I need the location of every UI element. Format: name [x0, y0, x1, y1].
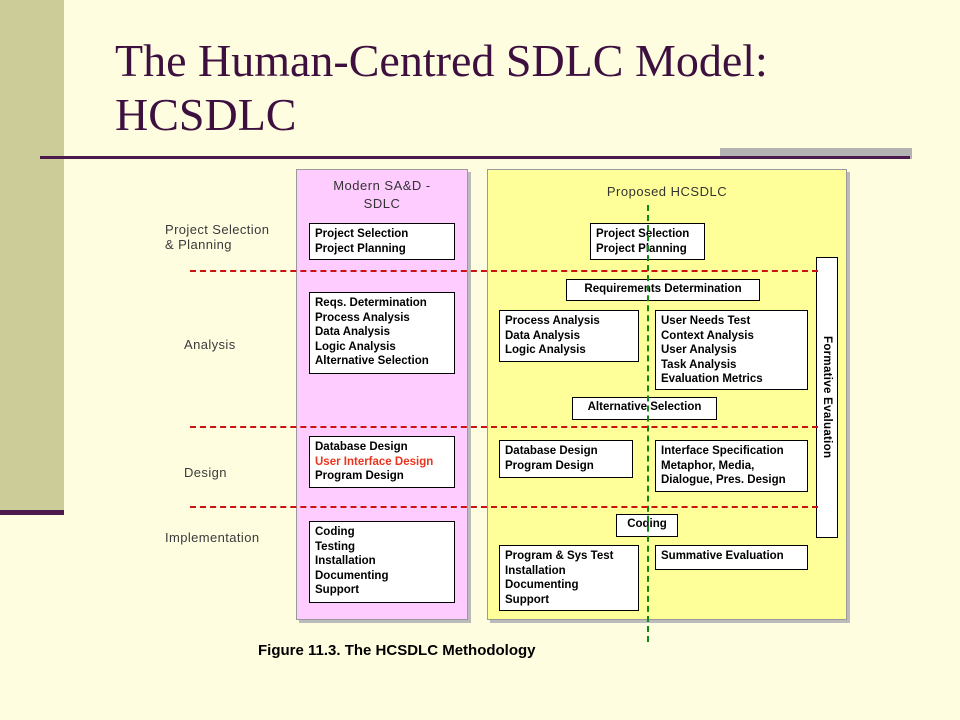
slide-title: The Human-Centred SDLC Model: HCSDLC [115, 35, 768, 140]
box-line: Installation [505, 564, 566, 577]
box-line: Project Selection [596, 228, 690, 240]
phase-divider-analysis [190, 270, 818, 272]
box-line: Process Analysis [505, 315, 600, 327]
phase-divider-implementation [190, 506, 818, 508]
box-line: Reqs. Determination [315, 297, 427, 309]
title-rule-accent [720, 148, 912, 159]
hcsdlc-process-box: Process Analysis Data Analysis Logic Ana… [499, 310, 639, 362]
box-line: Logic Analysis [505, 344, 586, 356]
hcsdlc-interface-box: Interface Specification Metaphor, Media,… [655, 440, 808, 492]
box-line: Project Selection [315, 228, 409, 240]
box-line: Documenting [315, 569, 389, 582]
box-line: Alternative Selection [315, 355, 429, 367]
box-line: Data Analysis [315, 326, 390, 338]
sdlc-analysis-box: Reqs. Determination Process Analysis Dat… [309, 292, 455, 374]
hcsdlc-program-test-box: Program & Sys Test Installation Document… [499, 545, 639, 611]
phase-divider-design [190, 426, 818, 428]
box-line: Installation [315, 555, 376, 567]
hcsdlc-summative-box: Summative Evaluation [655, 545, 808, 570]
box-line: Data Analysis [505, 329, 580, 342]
box-line: Coding [315, 526, 355, 538]
center-axis-line [647, 205, 649, 642]
box-line: Context Analysis [661, 329, 754, 342]
box-line: Support [505, 593, 550, 606]
sdlc-column-title: Modern SA&D - SDLC [333, 178, 431, 211]
box-line: User Needs Test [661, 315, 751, 327]
box-line: Dialogue, Pres. Design [661, 474, 786, 486]
hcsdlc-database-box: Database Design Program Design [499, 440, 633, 478]
formative-evaluation-box [816, 257, 838, 538]
box-line: User Analysis [661, 344, 737, 356]
box-line: Logic Analysis [315, 340, 396, 353]
side-accent-bar-end [0, 510, 64, 515]
box-line: Testing [315, 540, 356, 553]
sdlc-project-box: Project Selection Project Planning [309, 223, 455, 260]
figure-caption: Figure 11.3. The HCSDLC Methodology [258, 642, 536, 659]
phase-label-project: Project Selection & Planning [165, 222, 270, 252]
phase-label-implementation: Implementation [165, 530, 260, 545]
box-line: Summative Evaluation [661, 550, 784, 562]
box-line: Interface Specification [661, 445, 784, 457]
box-line: Metaphor, Media, [661, 459, 755, 472]
box-line: Program Design [505, 459, 594, 472]
sdlc-implementation-box: Coding Testing Installation Documenting … [309, 521, 455, 603]
box-line: Program & Sys Test [505, 550, 614, 562]
box-line: Project Planning [596, 242, 687, 255]
formative-evaluation-label: Formative Evaluation [821, 336, 833, 459]
hcsdlc-column-title: Proposed HCSDLC [606, 184, 728, 199]
hcsdlc-alternative-selection-box: Alternative Selection [572, 397, 717, 420]
box-line: Process Analysis [315, 311, 410, 324]
phase-label-analysis: Analysis [184, 337, 236, 352]
box-line: Task Analysis [661, 358, 737, 371]
box-line: Support [315, 584, 360, 596]
hcsdlc-requirements-box: Requirements Determination [566, 279, 760, 301]
box-line: Database Design [315, 441, 408, 453]
box-line: Project Planning [315, 242, 406, 255]
side-accent-bar [0, 0, 64, 512]
sdlc-design-box: Database Design User Interface Design Pr… [309, 436, 455, 488]
box-line: Program Design [315, 470, 404, 482]
hcsdlc-user-analysis-box: User Needs Test Context Analysis User An… [655, 310, 808, 390]
phase-label-design: Design [184, 465, 227, 480]
title-rule [40, 156, 910, 159]
box-line-highlighted: User Interface Design [315, 455, 434, 468]
box-line: Evaluation Metrics [661, 373, 763, 385]
box-line: Documenting [505, 579, 579, 591]
box-line: Database Design [505, 445, 598, 457]
